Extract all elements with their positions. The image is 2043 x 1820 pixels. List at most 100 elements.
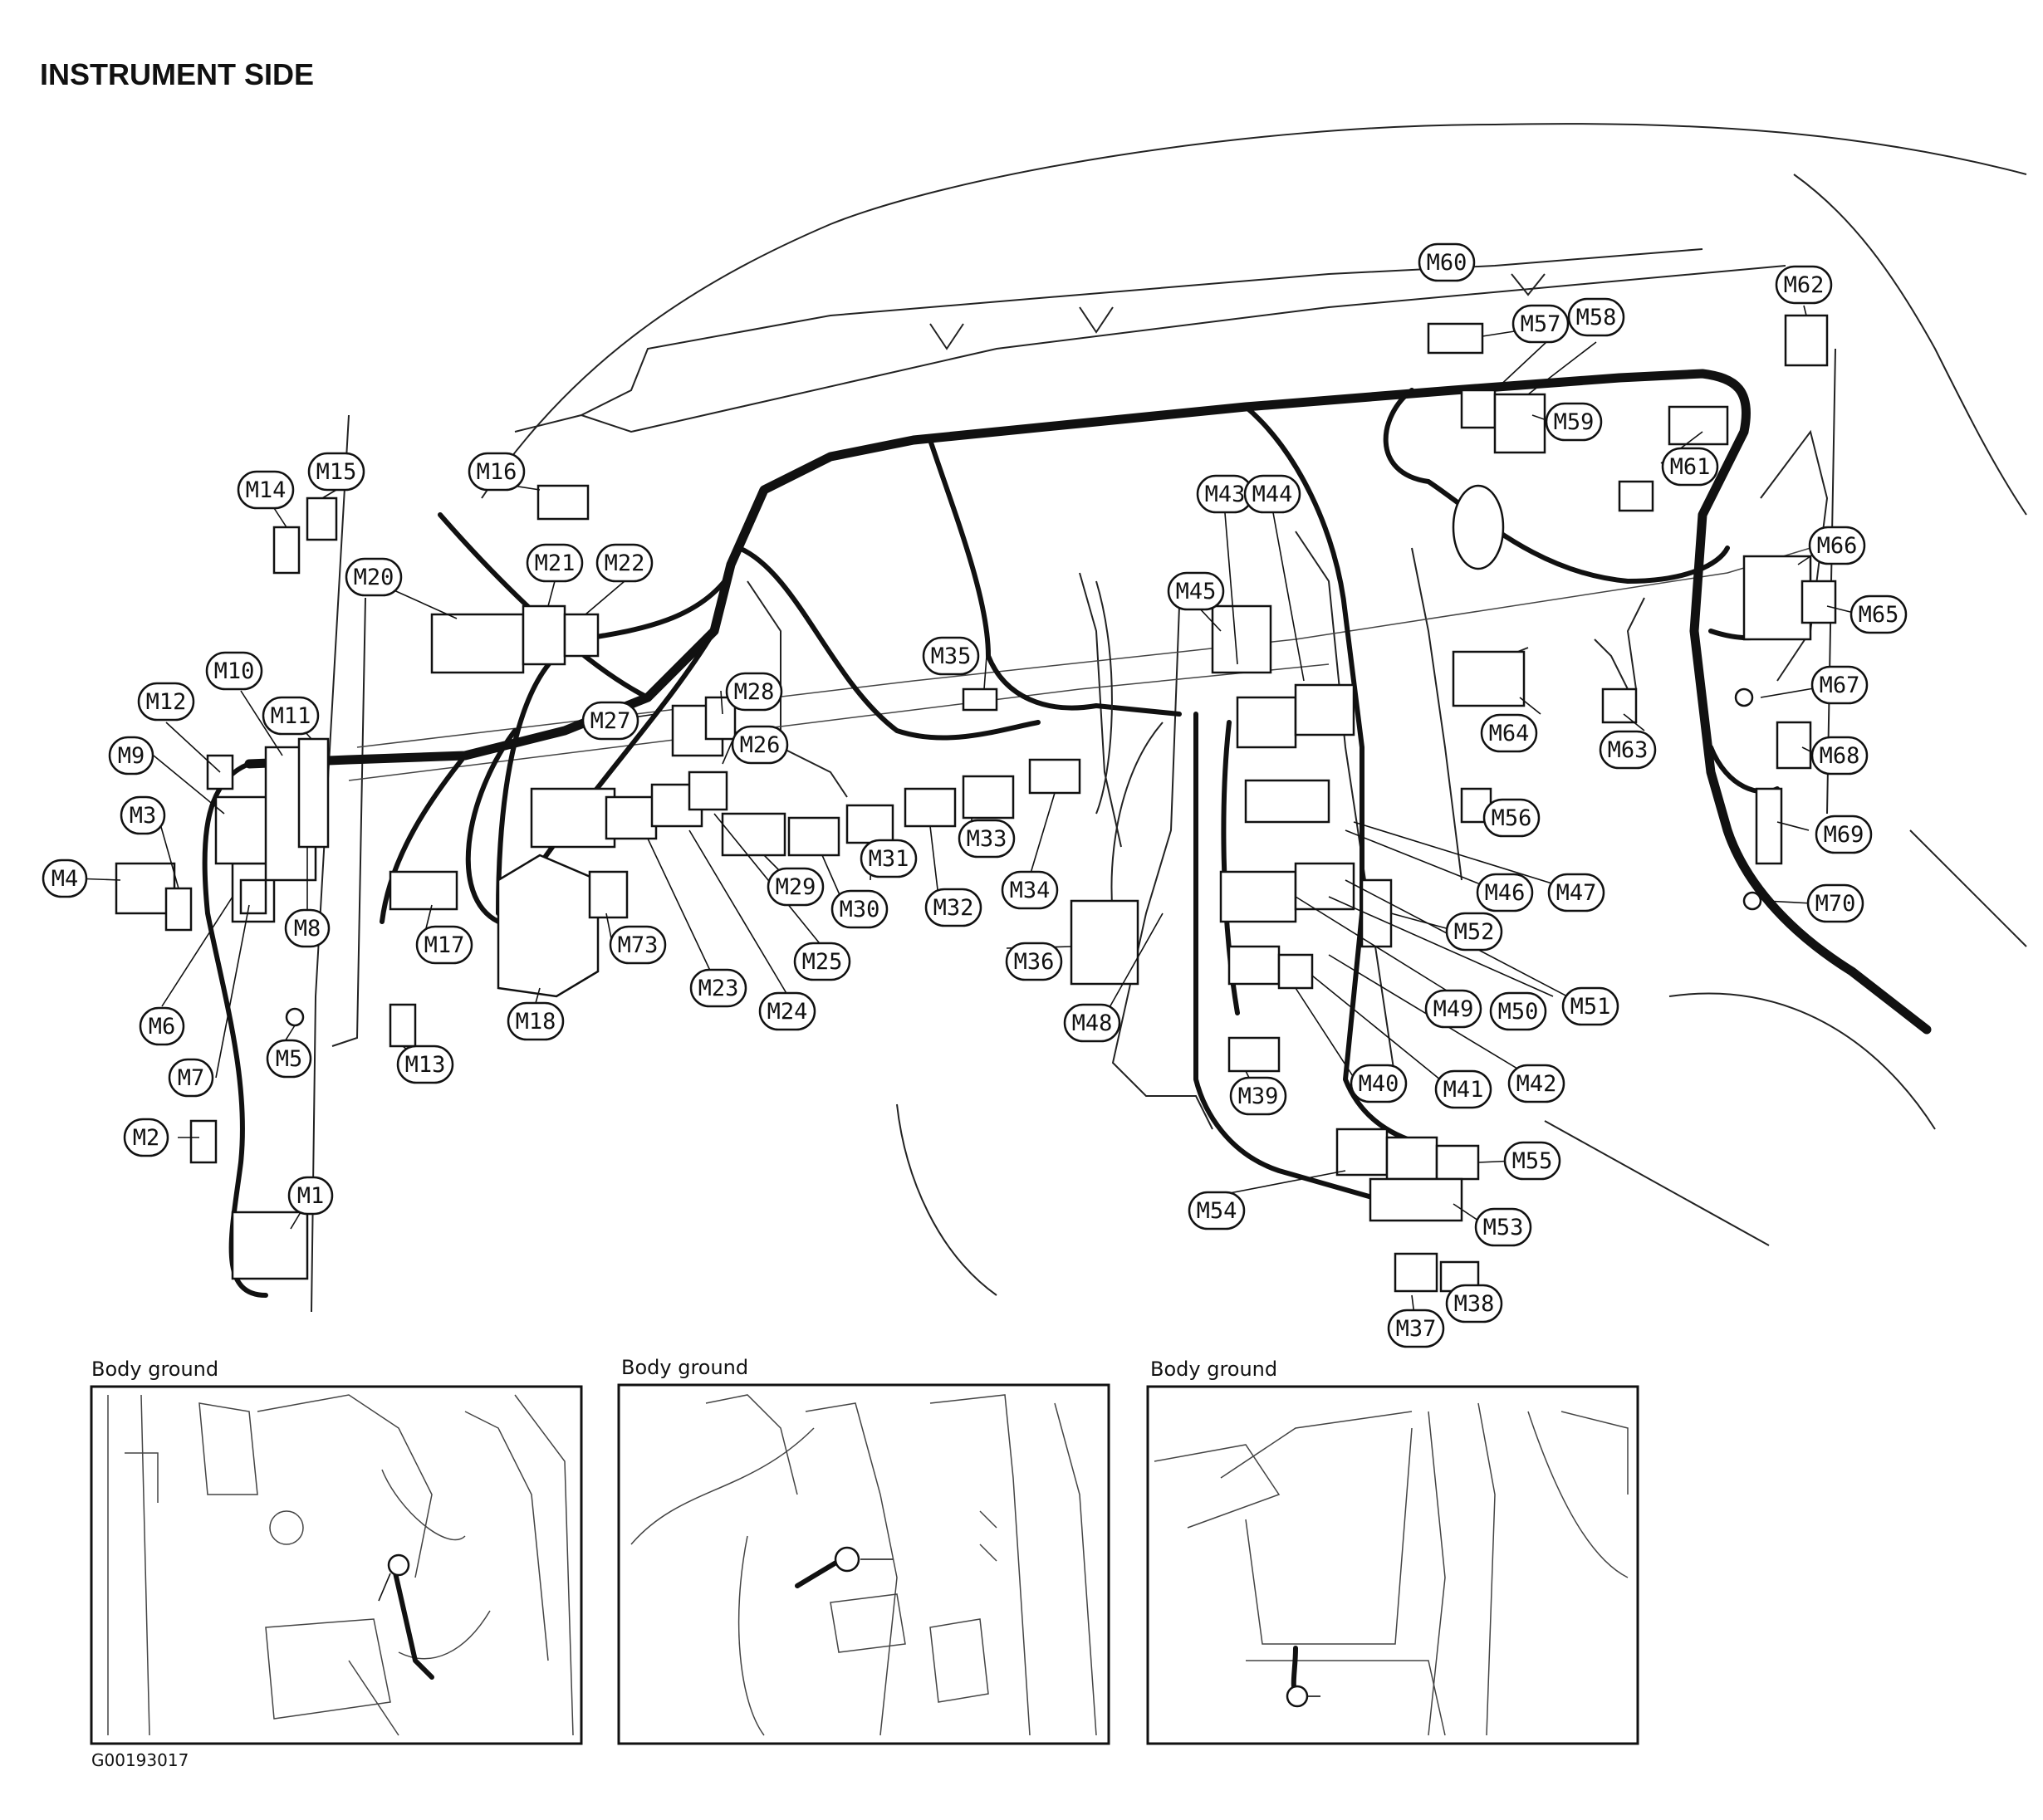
callout-m68: M68: [1810, 736, 1869, 775]
callout-m45: M45: [1167, 571, 1225, 611]
callout-m28: M28: [725, 672, 783, 712]
callout-m46-text: M46: [1485, 880, 1526, 906]
detail-view-3: Body ground: [1146, 1358, 1639, 1745]
callout-m29-text: M29: [776, 874, 816, 900]
callout-m22-text: M22: [605, 550, 645, 576]
callout-m9: M9: [108, 736, 154, 775]
callout-m30: M30: [830, 889, 889, 929]
callout-m65-text: M65: [1859, 602, 1899, 628]
callout-m69-text: M69: [1824, 822, 1864, 848]
callout-m67: M67: [1810, 665, 1869, 705]
callout-m35-text: M35: [931, 643, 972, 669]
callout-m66: M66: [1808, 526, 1866, 565]
callout-m24-text: M24: [767, 999, 808, 1025]
callout-m36-text: M36: [1014, 949, 1055, 975]
callout-m39: M39: [1229, 1076, 1287, 1116]
callout-m58: M58: [1567, 297, 1625, 337]
callout-m33-text: M33: [967, 826, 1007, 852]
callout-m41: M41: [1434, 1069, 1492, 1109]
callout-m69: M69: [1815, 815, 1873, 854]
callout-m67-text: M67: [1820, 673, 1860, 698]
callout-m27: M27: [581, 701, 639, 741]
callout-m7-text: M7: [178, 1065, 205, 1091]
callout-m65: M65: [1849, 594, 1908, 634]
callout-m14-text: M14: [246, 477, 287, 503]
callout-m18-text: M18: [516, 1009, 556, 1035]
callout-m43: M43: [1196, 474, 1254, 514]
callout-m48-text: M48: [1072, 1010, 1113, 1036]
callout-m63-text: M63: [1608, 737, 1649, 763]
callout-m68-text: M68: [1820, 743, 1860, 769]
callout-m21-text: M21: [535, 550, 576, 576]
callout-m24: M24: [758, 991, 816, 1031]
callout-m64-text: M64: [1489, 721, 1530, 746]
callout-m57-text: M57: [1521, 311, 1561, 337]
callout-m31-text: M31: [869, 846, 909, 872]
callout-m39-text: M39: [1238, 1084, 1279, 1109]
detail-view-2: Body ground: [617, 1356, 1110, 1745]
callout-m13: M13: [396, 1045, 454, 1084]
callout-m7: M7: [168, 1058, 214, 1098]
callout-m4-text: M4: [51, 866, 79, 892]
callout-m12-text: M12: [146, 689, 187, 715]
callout-m58-text: M58: [1576, 305, 1617, 330]
callout-m42-text: M42: [1516, 1071, 1557, 1097]
detail-frame-1: [90, 1385, 583, 1745]
callout-m15-text: M15: [316, 459, 357, 485]
callout-m17: M17: [415, 925, 473, 965]
callout-m70-text: M70: [1815, 891, 1856, 917]
callout-m70: M70: [1806, 883, 1864, 923]
callout-m45-text: M45: [1176, 579, 1217, 604]
callout-m48: M48: [1063, 1003, 1121, 1043]
callout-m18: M18: [507, 1001, 565, 1041]
callout-m21: M21: [526, 543, 584, 583]
callout-m23: M23: [689, 968, 747, 1008]
callout-m38-text: M38: [1454, 1291, 1495, 1317]
callout-m20: M20: [345, 557, 403, 597]
callout-m32: M32: [924, 888, 982, 927]
callout-m13-text: M13: [405, 1052, 446, 1078]
callout-m10: M10: [205, 651, 263, 691]
detail-frame-2: [617, 1383, 1110, 1745]
callout-m50-text: M50: [1498, 999, 1539, 1025]
callout-m35: M35: [922, 636, 980, 676]
callout-m3: M3: [120, 795, 166, 835]
callout-m57: M57: [1511, 304, 1570, 344]
callout-m49-text: M49: [1433, 996, 1474, 1022]
callout-m40: M40: [1350, 1064, 1408, 1103]
callout-m37: M37: [1387, 1309, 1445, 1348]
callout-m54: M54: [1188, 1191, 1246, 1230]
callout-m14: M14: [237, 470, 295, 510]
callout-m60-text: M60: [1427, 250, 1467, 276]
callout-m52-text: M52: [1454, 919, 1495, 945]
callout-m61: M61: [1661, 447, 1719, 487]
callout-m22: M22: [595, 543, 654, 583]
callout-m28-text: M28: [734, 679, 775, 705]
callout-m29: M29: [767, 867, 825, 907]
callout-m59: M59: [1545, 402, 1603, 442]
callout-m5: M5: [266, 1039, 312, 1079]
callout-m27-text: M27: [590, 708, 631, 734]
callout-m38: M38: [1445, 1284, 1503, 1323]
callout-m62-text: M62: [1784, 272, 1825, 298]
detail-view-1: Body ground: [90, 1358, 583, 1745]
callout-m34-text: M34: [1010, 878, 1051, 903]
callout-m53-text: M53: [1483, 1215, 1524, 1240]
callout-m61-text: M61: [1670, 454, 1711, 480]
callout-m60: M60: [1418, 242, 1476, 282]
callout-m8: M8: [284, 908, 331, 948]
callout-m31: M31: [860, 839, 918, 878]
callout-m30-text: M30: [840, 897, 880, 922]
callout-m33: M33: [958, 819, 1016, 859]
callout-m8-text: M8: [294, 916, 321, 942]
callout-m1-text: M1: [297, 1183, 325, 1209]
callout-m40-text: M40: [1359, 1071, 1399, 1097]
callout-m34: M34: [1001, 870, 1059, 910]
instrument-panel-outline: [311, 123, 2027, 1313]
diagram-title: INSTRUMENT SIDE: [40, 57, 314, 91]
callout-m42: M42: [1507, 1064, 1565, 1103]
callout-m17-text: M17: [424, 932, 465, 958]
callout-m44-text: M44: [1252, 482, 1293, 507]
callout-m3-text: M3: [130, 803, 157, 829]
callout-m56: M56: [1482, 798, 1541, 838]
